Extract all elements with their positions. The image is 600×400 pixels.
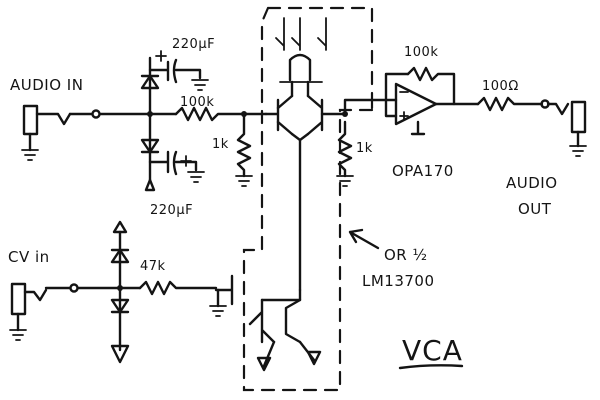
- audio-in-jack-icon: [21, 104, 72, 161]
- label-res-100k-in: 100k: [180, 95, 214, 110]
- label-audio-out-2: OUT: [518, 200, 552, 218]
- label-cap-bottom: 220μF: [150, 203, 193, 218]
- resistor-100k-in-icon: [174, 106, 268, 122]
- resistor-1k-right-icon: [336, 111, 354, 187]
- cv-in-jack-icon: [9, 282, 48, 341]
- ground-icon: [209, 288, 227, 317]
- label-cap-top: 220μF: [172, 37, 215, 52]
- input-node-icon: [91, 109, 101, 119]
- note-arrow-icon: [348, 228, 380, 250]
- cv-node-icon: [69, 283, 79, 293]
- title-underline: [398, 364, 464, 370]
- opamp-icon: [384, 66, 480, 136]
- label-audio-in: AUDIO IN: [10, 76, 83, 94]
- ota-current-mirror-top: [275, 17, 327, 83]
- capacitor-top-icon: [148, 58, 209, 91]
- label-res-47k: 47k: [140, 259, 166, 274]
- label-res-100r: 100Ω: [482, 79, 519, 94]
- ota-dashed-outline: [242, 6, 374, 392]
- clamp-diodes-cv: [110, 220, 130, 364]
- clamp-diodes-audio: [140, 50, 167, 192]
- ota-differential-pair: [264, 80, 398, 292]
- label-opamp: OPA170: [392, 162, 454, 180]
- label-audio-out-1: AUDIO: [506, 174, 558, 192]
- audio-out-jack-icon: [546, 100, 587, 157]
- resistor-47k-icon: [138, 280, 218, 296]
- diagram-title: VCA: [402, 334, 463, 367]
- label-res-1k-left: 1k: [212, 137, 229, 152]
- label-or-note-1: OR ½: [384, 246, 428, 264]
- label-or-note-2: LM13700: [362, 272, 435, 290]
- label-res-100k-fb: 100k: [404, 45, 438, 60]
- ota-bias-mirror: [214, 274, 322, 372]
- label-cv-in: CV in: [8, 248, 50, 266]
- resistor-1k-left-icon: [235, 111, 253, 187]
- label-res-1k-right: 1k: [356, 141, 373, 156]
- capacitor-bottom-icon: [148, 150, 205, 183]
- resistor-100r-icon: [476, 96, 544, 112]
